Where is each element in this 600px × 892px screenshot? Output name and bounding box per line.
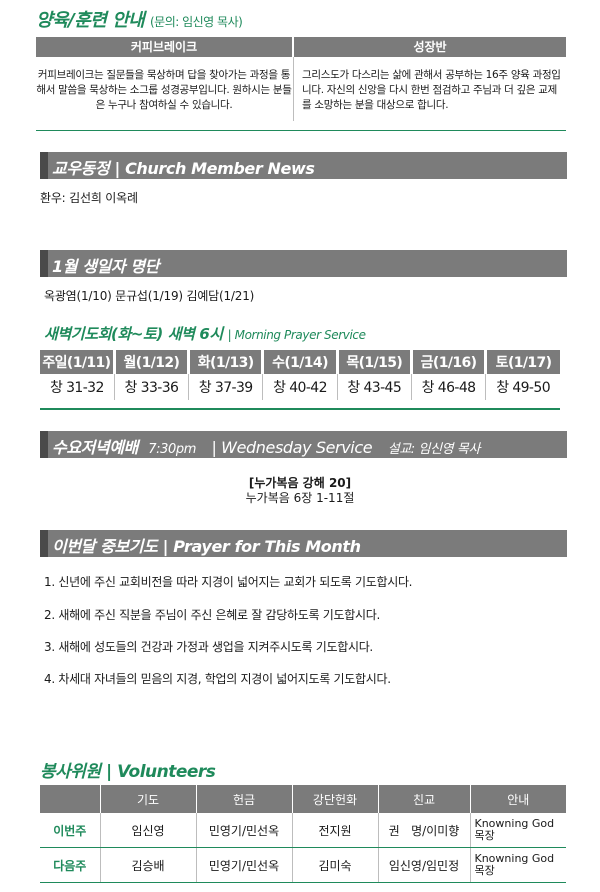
usher-volunteer: Knowning God 목장	[470, 813, 566, 848]
table-row: 이번주 임신영 민영기/민선옥 전지원 권 명/이미향 Knowning God…	[40, 813, 566, 848]
dawn-passages-row: 창 31-32 창 33-36 창 37-39 창 40-42 창 43-45 …	[40, 374, 560, 400]
birthday-section-bar: 1월 생일자 명단	[40, 250, 567, 277]
volunteers-header-row: 기도 헌금 강단헌화 친교 안내	[40, 785, 566, 813]
prayer-title: 이번달 중보기도 | Prayer for This Month	[52, 537, 361, 556]
table-row: 다음주 김승배 민영기/민선옥 김미숙 임신영/임민정 Knowning God…	[40, 847, 566, 883]
dawn-prayer-title: 새벽기도회(화~토) 새벽 6시 | Morning Prayer Servic…	[44, 323, 366, 344]
news-patients: 환우: 김선희 이옥례	[40, 191, 138, 205]
edu-title-text: 양육/훈련 안내	[36, 10, 145, 31]
wednesday-section-bar: 수요저녁예배 7:30pm | Wednesday Service 설교: 임신…	[40, 431, 567, 458]
prayer-section-bar: 이번달 중보기도 | Prayer for This Month	[40, 530, 567, 557]
volunteers-header: 기도	[100, 785, 197, 813]
edu-contact: (문의: 임신영 목사)	[149, 15, 243, 29]
dawn-passage: 창 46-48	[411, 374, 487, 400]
volunteers-header: 안내	[470, 785, 566, 813]
bar-accent	[40, 530, 48, 557]
usher-volunteer: Knowning God 목장	[470, 847, 566, 883]
dawn-passage: 창 37-39	[188, 374, 264, 400]
row-label: 이번주	[40, 813, 101, 848]
dawn-day: 주일(1/11)	[40, 350, 116, 374]
dawn-passage: 창 31-32	[40, 374, 115, 400]
row-label: 다음주	[40, 847, 101, 883]
dawn-prayer-table: 주일(1/11) 월(1/12) 화(1/13) 수(1/14) 목(1/15)…	[40, 350, 560, 400]
section-rule	[36, 130, 566, 131]
prayer-item: 4. 차세대 자녀들의 믿음의 지경, 학업의 지경이 넓어지도록 기도합시다.	[44, 672, 391, 686]
sermon-series: [누가복음 강해 20]	[248, 476, 352, 490]
dawn-title-en: | Morning Prayer Service	[227, 328, 366, 342]
volunteers-header: 헌금	[196, 785, 293, 813]
dawn-day: 수(1/14)	[262, 350, 339, 374]
dawn-day: 화(1/13)	[188, 350, 265, 374]
dawn-passage: 창 43-45	[337, 374, 412, 400]
wednesday-title: 수요저녁예배 7:30pm | Wednesday Service 설교: 임신…	[52, 434, 480, 458]
flowers-volunteer: 김미숙	[292, 847, 379, 883]
coffee-break-header: 커피브레이크	[36, 37, 292, 57]
prayer-item: 1. 신년에 주신 교회비전을 따라 지경이 넓어지는 교회가 되도록 기도합시…	[44, 575, 413, 589]
news-title: 교우동정 | Church Member News	[52, 159, 315, 178]
birthday-title: 1월 생일자 명단	[52, 257, 159, 276]
dawn-day: 월(1/12)	[114, 350, 191, 374]
prayer-volunteer: 임신영	[100, 813, 197, 848]
dawn-title-ko: 새벽기도회(화~토) 새벽 6시	[44, 325, 223, 343]
offering-volunteer: 민영기/민선옥	[196, 847, 293, 883]
wednesday-title-en: | Wednesday Service	[211, 438, 373, 457]
birthday-list: 옥광염(1/10) 문규섭(1/19) 김예담(1/21)	[44, 289, 255, 303]
prayer-item: 2. 새해에 주신 직분을 주님이 주신 은혜로 잘 감당하도록 기도합시다.	[44, 608, 380, 622]
bar-accent	[40, 431, 48, 458]
growth-class-header: 성장반	[294, 37, 566, 57]
dawn-table-rule	[40, 408, 560, 410]
dawn-passage: 창 33-36	[114, 374, 190, 400]
volunteers-header: 친교	[378, 785, 471, 813]
wednesday-time: 7:30pm	[148, 442, 196, 457]
volunteers-header	[40, 785, 101, 813]
dawn-passage: 창 40-42	[262, 374, 338, 400]
dawn-day: 금(1/16)	[411, 350, 488, 374]
fellowship-volunteer: 권 명/이미향	[378, 813, 471, 848]
offering-volunteer: 민영기/민선옥	[196, 813, 293, 848]
column-divider	[293, 57, 294, 121]
bar-accent	[40, 152, 48, 179]
prayer-volunteer: 김승배	[100, 847, 197, 883]
news-section-bar: 교우동정 | Church Member News	[40, 152, 567, 179]
dawn-day: 목(1/15)	[337, 350, 413, 374]
flowers-volunteer: 전지원	[292, 813, 379, 848]
volunteers-header: 강단헌화	[292, 785, 379, 813]
wednesday-preacher: 설교: 임신영 목사	[387, 442, 481, 457]
sermon-passage: 누가복음 6장 1-11절	[245, 491, 355, 505]
volunteers-table: 기도 헌금 강단헌화 친교 안내 이번주 임신영 민영기/민선옥 전지원 권 명…	[40, 785, 566, 883]
fellowship-volunteer: 임신영/임민정	[378, 847, 471, 883]
edu-section-title: 양육/훈련 안내 (문의: 임신영 목사)	[36, 6, 243, 32]
bar-accent	[40, 250, 48, 277]
dawn-passage: 창 49-50	[496, 380, 550, 396]
dawn-days-row: 주일(1/11) 월(1/12) 화(1/13) 수(1/14) 목(1/15)…	[40, 350, 560, 374]
coffee-break-description: 커피브레이크는 질문들을 묵상하며 답을 찾아가는 과정을 통해서 말씀을 묵상…	[36, 69, 292, 111]
volunteers-title: 봉사위원 | Volunteers	[40, 762, 216, 782]
growth-class-description: 그리스도가 다스리는 삶에 관해서 공부하는 16주 양육 과정입니다. 자신의…	[302, 69, 561, 111]
wednesday-title-ko: 수요저녁예배	[52, 438, 138, 457]
prayer-item: 3. 새해에 성도들의 건강과 가정과 생업을 지켜주시도록 기도합시다.	[44, 640, 373, 654]
dawn-day: 토(1/17)	[485, 350, 560, 374]
